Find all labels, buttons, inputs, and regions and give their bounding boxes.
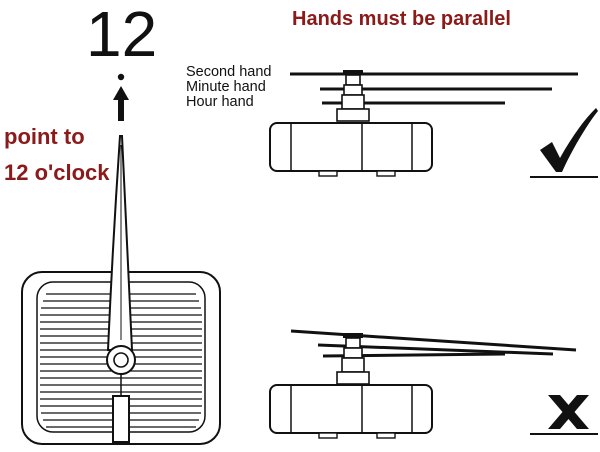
twelve-numeral: 12 [86,0,158,70]
correct-side-view [269,70,598,178]
incorrect-side-view [269,329,598,439]
check-mark-icon [540,108,598,172]
minute-hand-label: Minute hand [186,79,266,95]
instruction-line-2: 12 o'clock [4,160,110,185]
movement-front-view [21,73,221,445]
movement-side-body-incorrect [269,384,433,434]
up-arrow-icon [113,86,129,121]
twelve-dot-marker [117,73,125,81]
skewed-second-hand [290,329,577,352]
diagram-title: Hands must be parallel [292,8,511,30]
hour-hand-label: Hour hand [186,94,254,110]
instruction-line-1: point to [4,124,85,149]
second-hand-label: Second hand [186,64,272,80]
hand-counterweight [112,395,130,443]
movement-side-body [269,122,433,172]
hour-hand-pointing-up [106,135,134,351]
x-mark-icon [548,395,589,429]
